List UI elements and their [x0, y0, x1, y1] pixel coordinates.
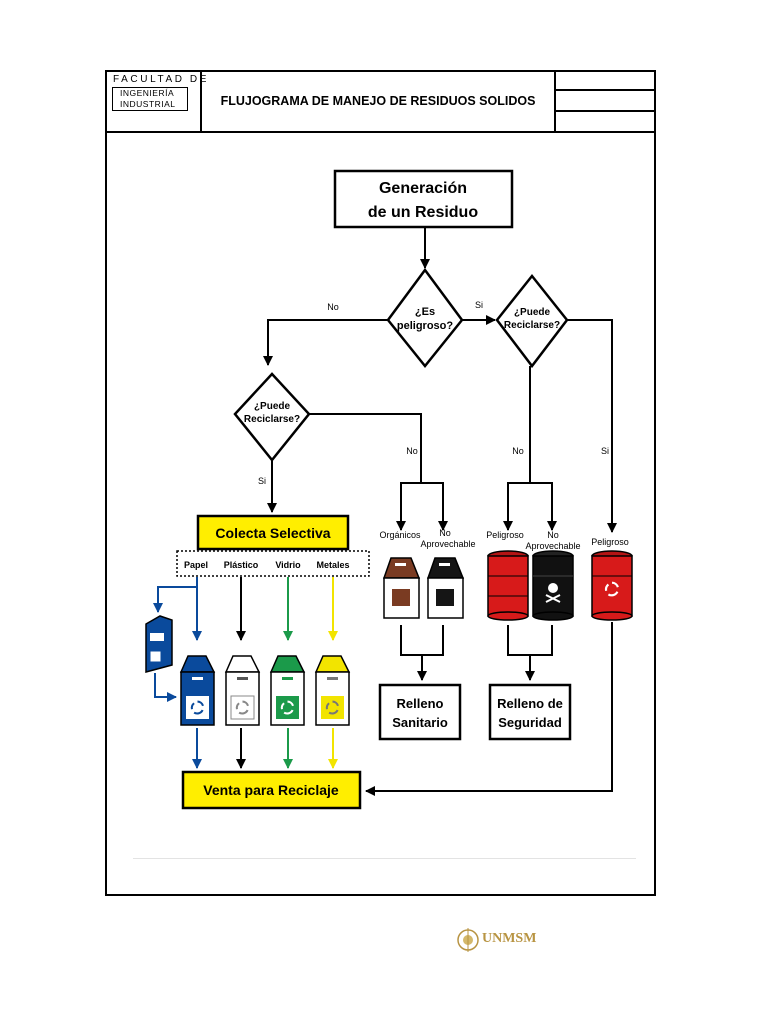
label-no-reciclar-right: No	[512, 446, 524, 456]
unmsm-seal-icon	[457, 928, 479, 952]
split-nonrecyclable	[400, 482, 444, 530]
white-recycling-bin-icon	[224, 655, 261, 726]
label-no-peligroso: No	[327, 302, 339, 312]
label-organicos: Orgánicos	[379, 530, 421, 540]
green-recycling-bin-icon	[269, 655, 306, 726]
faculty-logo-text: FACULTAD DE	[113, 74, 210, 85]
relleno-sanitario-line-1: Relleno	[397, 696, 444, 711]
label-no-reciclar-left: No	[406, 446, 418, 456]
category-vidrio: Vidrio	[275, 560, 301, 570]
faculty-logo-line-2: INGENIERÍA	[120, 88, 175, 98]
label-no-aprovechable-line-2: Aprovechable	[420, 539, 475, 549]
label-peligroso-left: Peligroso	[486, 530, 524, 540]
arrow-peligroso-no	[263, 319, 388, 366]
header-info-row-divider	[556, 89, 656, 91]
decision-reciclar-left-line-2: Reciclarse?	[244, 414, 300, 425]
toxic-barrel-icon	[532, 550, 574, 621]
relleno-seguridad-line-1: Relleno de	[497, 696, 563, 711]
label-si-reciclar-left: Si	[258, 476, 266, 486]
blue-recycling-bin-icon	[179, 655, 216, 726]
category-row-frame	[176, 550, 370, 577]
arrow-papel-box	[153, 586, 197, 613]
paper-box-icon	[145, 615, 173, 673]
colecta-selectiva-node: Colecta Selectiva	[196, 514, 350, 551]
page-title: FLUJOGRAMA DE MANEJO DE RESIDUOS SOLIDOS	[220, 93, 536, 108]
label-si-peligroso: Si	[475, 300, 483, 310]
red-recyclable-barrel-icon	[591, 550, 633, 621]
yellow-recycling-bin-icon	[314, 655, 351, 726]
unmsm-brand: UNMSM	[482, 931, 537, 946]
header-info-row-divider	[556, 110, 656, 112]
start-node: Generación de un Residuo	[333, 169, 514, 229]
header-logo-cell	[105, 70, 202, 133]
category-papel: Papel	[184, 560, 208, 570]
split-hazardous	[507, 482, 553, 530]
start-label-line-2: de un Residuo	[368, 204, 478, 221]
label-peligroso-right: Peligroso	[591, 537, 629, 547]
relleno-sanitario-node: Relleno Sanitario	[378, 683, 462, 741]
category-plastico: Plástico	[224, 560, 259, 570]
label-no-aprovechable-haz-line-1: No	[547, 530, 559, 540]
merge-hazardous	[507, 625, 553, 656]
decision-peligroso: ¿Es peligroso?	[386, 267, 464, 368]
decision-reciclar-left-line-1: ¿Puede	[254, 401, 291, 412]
line-reciclar-left-no	[309, 413, 422, 483]
relleno-seguridad-node: Relleno de Seguridad	[488, 683, 572, 741]
label-si-reciclar-right: Si	[601, 446, 609, 456]
footer-divider	[133, 858, 636, 859]
relleno-seguridad-line-2: Seguridad	[498, 715, 562, 730]
start-label-line-1: Generación	[379, 180, 467, 197]
category-metales: Metales	[316, 560, 349, 570]
decision-reciclar-no-peligroso: ¿Puede Reciclarse?	[233, 372, 311, 462]
header-title-cell: FLUJOGRAMA DE MANEJO DE RESIDUOS SOLIDOS	[200, 70, 556, 133]
decision-reciclar-right-line-2: Reciclarse?	[504, 320, 560, 331]
decision-reciclar-peligroso: ¿Puede Reciclarse?	[495, 273, 569, 369]
decision-reciclar-right-line-1: ¿Puede	[514, 307, 551, 318]
skull-icon	[548, 583, 558, 593]
label-no-aprovechable-line-1: No	[439, 528, 451, 538]
black-waste-bin-icon	[426, 557, 465, 619]
document-frame	[105, 70, 656, 896]
faculty-logo-line-3: INDUSTRIAL	[120, 99, 176, 109]
brown-organic-bin-icon	[382, 557, 421, 619]
arrow-barrel-to-venta	[365, 622, 613, 796]
label-no-aprovechable-haz-line-2: Aprovechable	[525, 541, 580, 551]
arrow-box-to-bin	[154, 673, 177, 702]
merge-nonrecyclable	[400, 625, 444, 656]
decision-peligroso-line-2: peligroso?	[397, 320, 454, 332]
colecta-label: Colecta Selectiva	[215, 525, 330, 541]
venta-reciclaje-node: Venta para Reciclaje	[181, 770, 362, 810]
red-barrel-icon	[487, 550, 529, 621]
decision-peligroso-line-1: ¿Es	[415, 306, 435, 318]
venta-label: Venta para Reciclaje	[203, 782, 339, 798]
faculty-logo-box	[112, 87, 188, 111]
arrow-reciclar-right-si	[567, 319, 617, 533]
header-info-cell	[554, 70, 656, 133]
relleno-sanitario-line-2: Sanitario	[392, 715, 448, 730]
